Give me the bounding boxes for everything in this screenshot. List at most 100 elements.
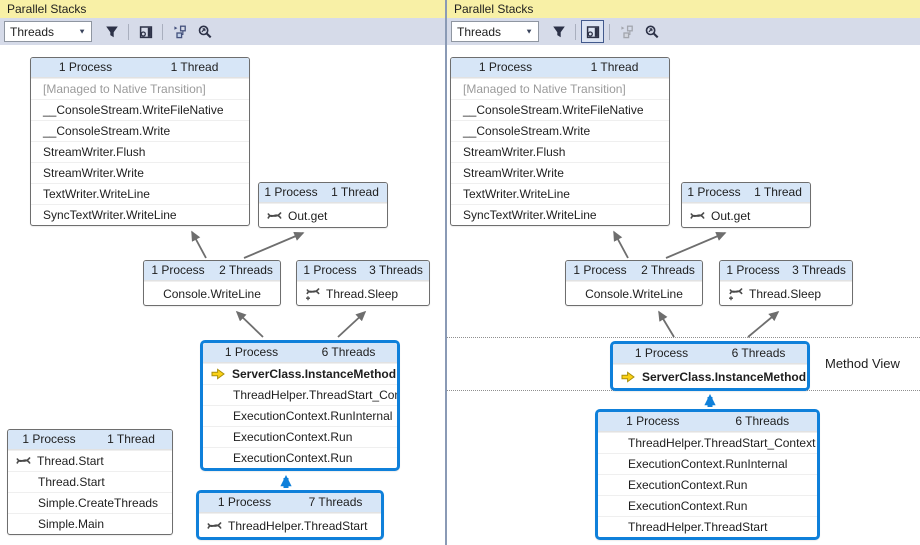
show-only-flagged-button[interactable] [100, 20, 123, 43]
thread-icon [267, 210, 284, 222]
toolbar-separator [162, 23, 163, 40]
stack-frame-row[interactable]: SyncTextWriter.WriteLine [31, 204, 249, 225]
stack-frame-row[interactable]: ServerClass.InstanceMethod [203, 363, 397, 384]
stack-frame-row[interactable]: TextWriter.WriteLine [31, 183, 249, 204]
frame-text: StreamWriter.Flush [463, 145, 566, 159]
auto-scroll-to-current-frame-button[interactable] [168, 20, 191, 43]
stack-frame-row[interactable]: StreamWriter.Flush [31, 141, 249, 162]
stack-frame-row[interactable]: ThreadHelper.ThreadStart_Context [598, 432, 817, 453]
stack-frame-row[interactable]: Thread.Start [8, 450, 172, 471]
stack-frame-row[interactable]: __ConsoleStream.Write [451, 120, 669, 141]
stack-frame-row[interactable]: ExecutionContext.Run [598, 474, 817, 495]
process-count: 1 Process [264, 185, 318, 199]
stack-frame-row[interactable]: Out.get [682, 203, 810, 227]
toolbar-separator [128, 23, 129, 40]
toggle-method-view-button[interactable] [581, 20, 604, 43]
thread-icon [16, 455, 33, 467]
frame-text: Thread.Sleep [326, 286, 399, 301]
stack-frame-row[interactable]: ExecutionContext.RunInternal [598, 453, 817, 474]
process-count: 1 Process [224, 345, 279, 359]
thread-count: 6 Threads [731, 346, 786, 360]
stack-frame-row[interactable]: ExecutionContext.Run [598, 495, 817, 516]
method-view-label: Method View [825, 356, 900, 371]
stack-frame-row[interactable]: StreamWriter.Flush [451, 141, 669, 162]
toolbar-buttons [99, 20, 217, 43]
stack-frame-row[interactable]: ThreadHelper.ThreadStart_Context [203, 384, 397, 405]
stack-frame-row[interactable]: Simple.CreateThreads [8, 492, 172, 513]
view-selector-combo[interactable]: Threads ▼ [4, 21, 92, 42]
stack-frame-row[interactable]: Thread.Start [8, 471, 172, 492]
view-selector-combo[interactable]: Threads ▼ [451, 21, 539, 42]
stack-box-topStack[interactable]: 1 Process 1 Thread [Managed to Native Tran… [30, 57, 250, 226]
stack-frame-row[interactable]: __ConsoleStream.WriteFileNative [31, 99, 249, 120]
stack-frame-row[interactable]: ExecutionContext.Run [203, 447, 397, 468]
view-selector-value: Threads [457, 24, 502, 39]
show-only-flagged-button[interactable] [547, 20, 570, 43]
frame-text: Simple.Main [38, 517, 105, 531]
stack-frame-row[interactable]: StreamWriter.Write [31, 162, 249, 183]
stack-frame-row[interactable]: ThreadHelper.ThreadStart [199, 513, 381, 537]
toggle-zoom-control-button[interactable] [193, 20, 216, 43]
process-count: 1 Process [478, 60, 533, 74]
stack-frame-row[interactable]: [Managed to Native Transition] [31, 78, 249, 99]
stack-frame-row[interactable]: Thread.Sleep [297, 281, 429, 305]
stack-frame-row[interactable]: ExecutionContext.RunInternal [203, 405, 397, 426]
frame-text: Out.get [711, 208, 751, 223]
frame-text: ServerClass.InstanceMethod [642, 369, 807, 384]
stack-frame-row[interactable]: Console.WriteLine [566, 281, 702, 305]
stack-frame-row[interactable]: __ConsoleStream.Write [31, 120, 249, 141]
thread-icon [690, 210, 707, 222]
stack-frame-row[interactable]: SyncTextWriter.WriteLine [451, 204, 669, 225]
frame-text: TextWriter.WriteLine [43, 187, 150, 201]
stack-frame-row[interactable]: __ConsoleStream.WriteFileNative [451, 99, 669, 120]
stack-frame-row[interactable]: [Managed to Native Transition] [451, 78, 669, 99]
frame-text: Out.get [288, 208, 328, 223]
thread-count: 2 Threads [641, 263, 695, 277]
stack-frame-row[interactable]: Simple.Main [8, 513, 172, 534]
stack-frame-row[interactable]: Thread.Sleep [720, 281, 852, 305]
stack-frame-row[interactable]: ThreadHelper.ThreadStart [598, 516, 817, 537]
toolbar-separator [575, 23, 576, 40]
stack-frame-row[interactable]: TextWriter.WriteLine [451, 183, 669, 204]
stack-frame-row[interactable]: Out.get [259, 203, 387, 227]
toggle-zoom-control-button[interactable] [640, 20, 663, 43]
stack-frame-row[interactable]: Console.WriteLine [144, 281, 280, 305]
frame-text: StreamWriter.Flush [43, 145, 146, 159]
toggle-method-view-button[interactable] [134, 20, 157, 43]
thread-count: 1 Thread [170, 60, 219, 74]
frame-text: Console.WriteLine [163, 286, 261, 301]
stacks-canvas[interactable]: 1 Process 1 Thread [Managed to Native Tran… [0, 45, 445, 545]
method-view-separator-line [447, 337, 920, 338]
funnel-icon [551, 24, 567, 40]
panel-splitter[interactable] [445, 0, 447, 545]
frame-text: [Managed to Native Transition] [463, 82, 626, 96]
frame-text: ExecutionContext.Run [628, 478, 748, 492]
frame-text: Thread.Start [37, 454, 104, 468]
auto-scroll-icon [172, 24, 188, 40]
thread-count: 1 Thread [754, 185, 802, 199]
process-count: 1 Process [58, 60, 113, 74]
frame-text: Simple.CreateThreads [38, 496, 159, 510]
stack-frame-row[interactable]: StreamWriter.Write [451, 162, 669, 183]
stack-frame-row[interactable]: ServerClass.InstanceMethod [613, 364, 807, 388]
stack-frame-row[interactable]: ExecutionContext.Run [203, 426, 397, 447]
